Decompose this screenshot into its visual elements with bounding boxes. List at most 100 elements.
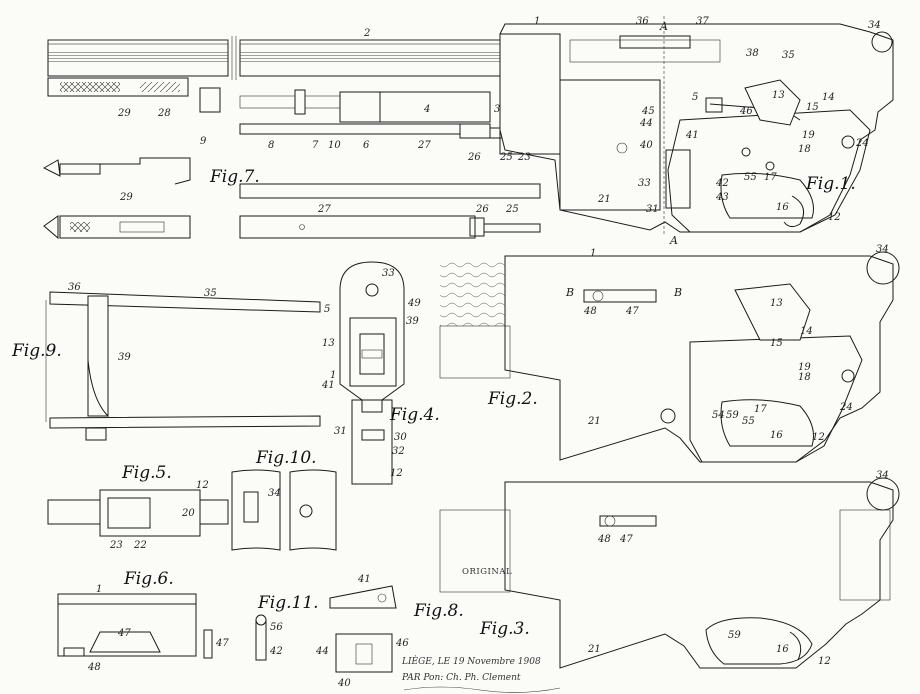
fig6-label-1: 1 [96, 584, 102, 595]
fig7-title: Fig.7. [209, 167, 260, 187]
fig4-label-32: 32 [392, 446, 405, 457]
fig4-label-39: 39 [406, 316, 419, 327]
fig6-title: Fig.6. [123, 569, 174, 589]
fig1-label-21: 21 [597, 194, 611, 205]
fig9-label-36: 36 [68, 282, 81, 293]
fig8-label-44: 44 [315, 646, 329, 657]
fig1-label-37: 37 [696, 16, 709, 27]
fig4-label-30: 30 [394, 432, 407, 443]
fig2-label-55: 55 [742, 416, 755, 427]
fig3-label-47: 47 [619, 534, 633, 545]
fig1-label-43: 43 [715, 192, 729, 203]
fig1-label-34: 34 [868, 20, 881, 31]
fig3-label-16: 16 [776, 644, 789, 655]
fig2-label-34: 34 [876, 244, 889, 255]
figure-titles: Fig.1. Fig.2. Fig.3. Fig.4. Fig.5. Fig.6… [11, 167, 856, 639]
fig8-drawing [329, 585, 397, 673]
fig1-label-15: 15 [806, 102, 819, 113]
fig3-title: Fig.3. [479, 619, 530, 639]
fig1-label-45: 45 [641, 106, 655, 117]
fig8-label-46: 46 [395, 638, 409, 649]
fig8-label-40: 40 [337, 678, 351, 689]
fig4-label-31: 31 [334, 426, 347, 437]
fig2-part-labels: 1 12 13 14 15 16 17 18 19 21 24 34 47 48… [583, 244, 889, 443]
fig6-drawing [57, 593, 213, 659]
fig1-label-44: 44 [639, 118, 653, 129]
fig7-label-25: 25 [505, 204, 519, 215]
fig4-label-1: 1 [330, 370, 336, 381]
fig3-label-12: 12 [818, 656, 831, 667]
fig3-drawing [439, 477, 900, 669]
fig3-part-labels: 12 16 21 34 47 48 59 [587, 470, 889, 667]
fig5-drawing [47, 489, 229, 537]
fig1-label-16: 16 [776, 202, 789, 213]
fig1-label-31: 31 [646, 204, 659, 215]
fig3-label-48: 48 [597, 534, 611, 545]
fig1-label-10: 10 [328, 140, 341, 151]
fig1-label-12: 12 [828, 212, 841, 223]
fig1-label-35: 35 [782, 50, 795, 61]
fig1-label-13: 13 [772, 90, 785, 101]
fig2-label-12: 12 [812, 432, 825, 443]
fig9-part-labels: 35 36 39 [68, 282, 217, 363]
fig7-label-26: 26 [475, 204, 489, 215]
fig5-title: Fig.5. [121, 463, 172, 483]
fig1-label-33: 33 [638, 178, 651, 189]
fig1-label-7: 7 [312, 140, 319, 151]
fig4-label-13: 13 [322, 338, 335, 349]
fig5-part-labels: 12 20 22 23 [109, 480, 209, 551]
fig7-drawing [42, 157, 541, 240]
fig2-label-15: 15 [770, 338, 783, 349]
fig4-label-5: 5 [324, 304, 330, 315]
fig8-title: Fig.8. [413, 601, 464, 621]
fig4-label-33: 33 [382, 268, 395, 279]
fig1-label-9: 9 [200, 136, 207, 147]
fig7-label-29: 29 [119, 192, 133, 203]
fig2-label-1: 1 [590, 248, 596, 259]
fig1-label-27: 27 [417, 140, 431, 151]
fig2-label-59: 59 [726, 410, 739, 421]
fig1-label-28: 28 [157, 108, 171, 119]
fig7-part-labels: 25 26 27 29 [119, 192, 519, 215]
fig1-drawing [47, 16, 894, 236]
fig1-label-14: 14 [822, 92, 835, 103]
fig5-label-22: 22 [133, 540, 147, 551]
fig1-label-29: 29 [117, 108, 131, 119]
fig10-part-labels: 34 [268, 488, 281, 499]
fig1-label-36: 36 [636, 16, 649, 27]
section-b-right: B [673, 286, 682, 299]
fig1-label-38: 38 [746, 48, 759, 59]
fig1-label-4: 4 [423, 104, 430, 115]
fig2-label-24: 24 [839, 402, 853, 413]
fig2-title: Fig.2. [487, 389, 538, 409]
fig8-part-labels: 40 41 44 46 [315, 574, 409, 689]
fig1-label-3: 3 [494, 104, 500, 115]
fig2-label-21: 21 [587, 416, 601, 427]
section-marks: A A B B [565, 20, 682, 299]
fig5-label-20: 20 [181, 508, 195, 519]
fig3-label-21: 21 [587, 644, 601, 655]
fig1-label-17: 17 [764, 172, 777, 183]
fig11-label-47: 47 [215, 638, 229, 649]
fig11-title: Fig.11. [257, 593, 319, 613]
fig8-label-41: 41 [357, 574, 371, 585]
signature-original: ORIGINAL [462, 567, 512, 577]
fig3-label-34: 34 [876, 470, 889, 481]
fig4-label-12: 12 [390, 468, 403, 479]
fig5-label-23: 23 [109, 540, 123, 551]
fig2-label-14: 14 [800, 326, 813, 337]
fig4-label-41: 41 [321, 380, 335, 391]
fig2-label-17: 17 [754, 404, 767, 415]
fig4-label-49: 49 [407, 298, 421, 309]
fig9-drawing [45, 291, 321, 441]
fig1-label-42: 42 [715, 178, 729, 189]
fig1-label-46: 46 [739, 106, 753, 117]
signature-line2: PAR Pon: Ch. Ph. Clement [401, 673, 521, 683]
fig2-label-47: 47 [625, 306, 639, 317]
fig9-label-39: 39 [118, 352, 131, 363]
fig1-title: Fig.1. [805, 174, 856, 194]
section-a-top: A [659, 20, 668, 33]
fig1-label-25: 25 [499, 152, 513, 163]
fig1-label-23: 23 [517, 152, 531, 163]
